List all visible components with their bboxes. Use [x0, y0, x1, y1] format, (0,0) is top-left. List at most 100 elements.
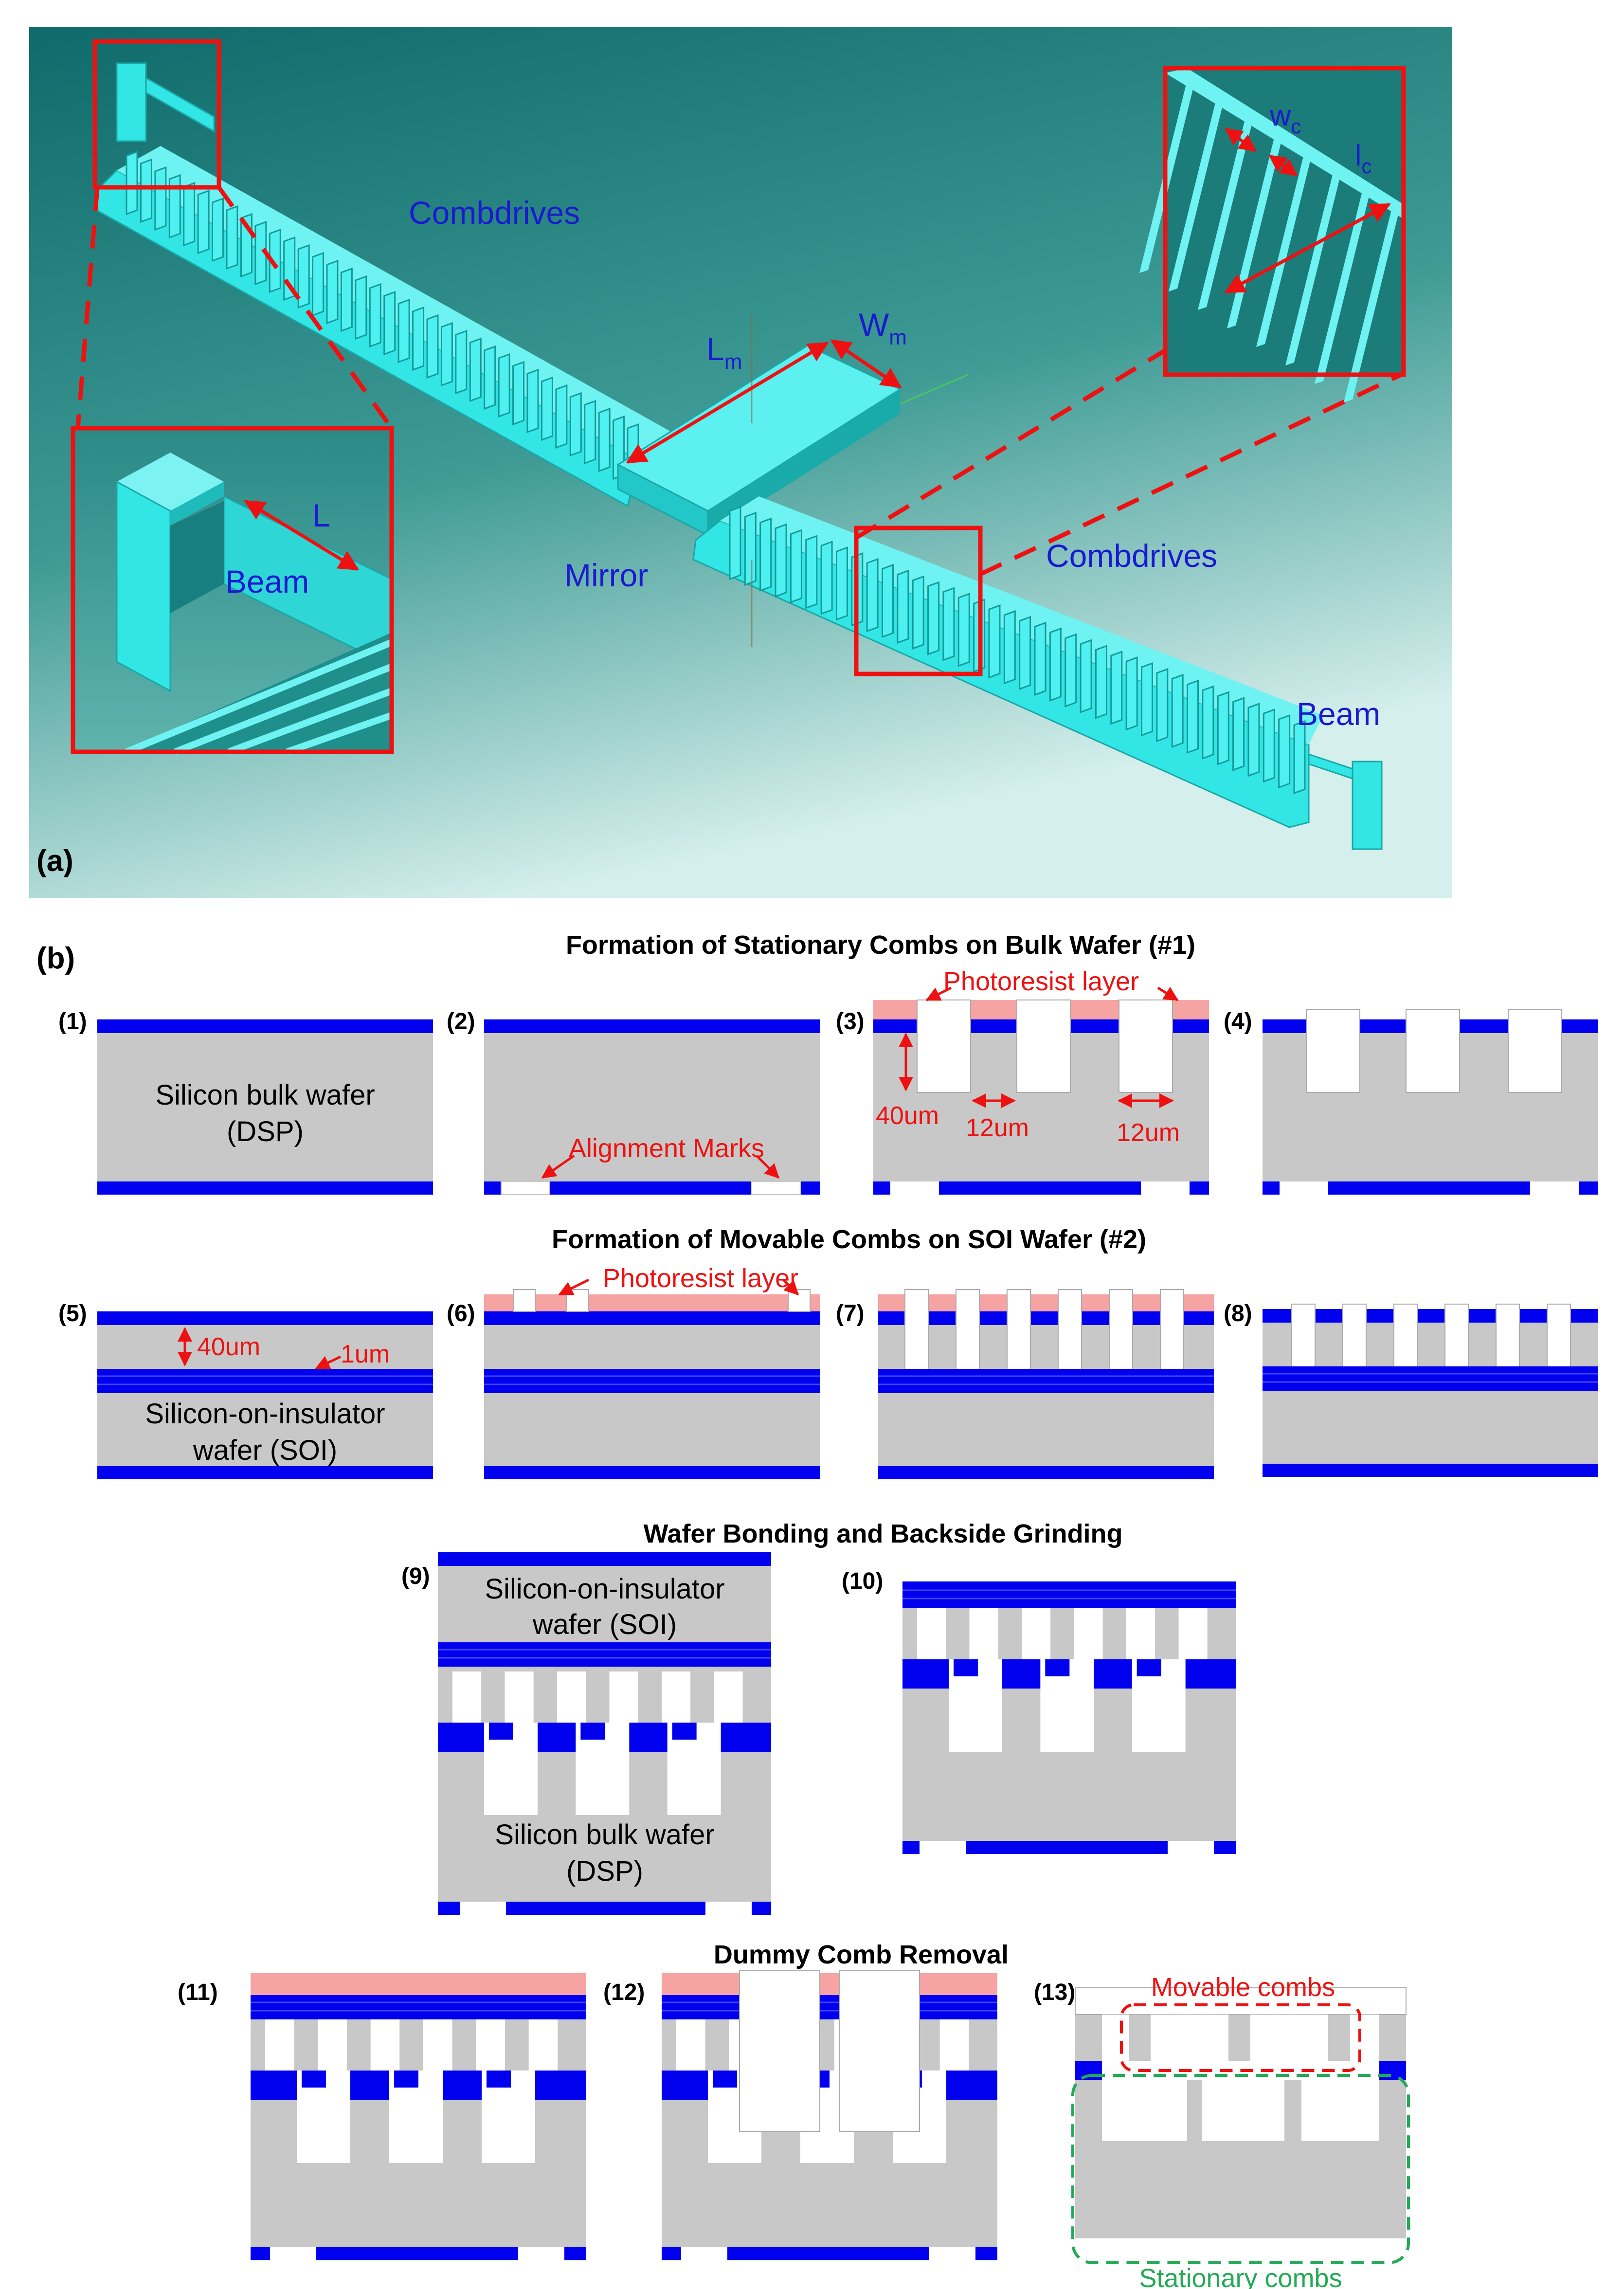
alignment-mark — [1280, 1181, 1328, 1195]
movable-gap — [662, 1671, 691, 1723]
l-arrow — [244, 500, 360, 571]
wm-arrow — [830, 339, 902, 388]
comb-finger — [355, 275, 367, 340]
comb-finger — [226, 205, 238, 270]
inset-comb-frame — [1163, 66, 1406, 377]
inset-comb — [1139, 66, 1406, 402]
comb-finger — [1125, 656, 1138, 731]
etched-trench — [1291, 1304, 1316, 1368]
removal-opening — [739, 1970, 820, 2132]
label-40um: 40um — [197, 1333, 260, 1361]
silicon-bulk — [484, 1019, 820, 1195]
label-movable-combs: Movable combs — [1151, 1973, 1335, 2002]
step-4-diagram — [1263, 1009, 1598, 1195]
comb-finger — [897, 569, 909, 644]
buried-oxide — [1263, 1366, 1598, 1391]
section-title-movable: Formation of Movable Combs on SOI Wafer … — [552, 1225, 1146, 1254]
label-photoresist-layer: Photoresist layer — [943, 967, 1139, 996]
movable-gap — [917, 1608, 946, 1659]
label-L: L — [312, 497, 330, 533]
upper-combdrive — [94, 146, 691, 508]
inset-beam-frame — [71, 426, 394, 754]
comb-finger — [383, 291, 396, 356]
comb-finger — [912, 575, 924, 650]
inset-finger — [125, 639, 393, 755]
comb-finger — [455, 329, 468, 395]
inset-comb-spine — [1165, 68, 1404, 219]
wc-arrow — [1268, 154, 1298, 177]
stationary-comb — [1187, 2080, 1202, 2141]
comb-finger — [1202, 685, 1214, 760]
silicon-soi — [1263, 1309, 1598, 1477]
label-1um: 1um — [341, 1340, 390, 1368]
comb-finger — [882, 563, 894, 638]
movable-comb — [1129, 2015, 1151, 2061]
oxide-pad — [954, 1659, 978, 1676]
comb-finger — [140, 158, 152, 223]
comb-finger — [126, 150, 138, 216]
comb-finger — [835, 546, 848, 621]
panel-a: Combdrives Combdrives Mirror Beam Beam L… — [29, 27, 1452, 898]
comb-finger — [759, 517, 772, 592]
comb-finger — [369, 283, 381, 348]
comb-finger — [498, 353, 510, 418]
comb-finger — [297, 244, 310, 309]
oxide-pad — [487, 2071, 511, 2088]
step-number: (9) — [401, 1563, 430, 1589]
label-combdrives-bottom: Combdrives — [1046, 538, 1217, 574]
section-title-dummy-removal: Dummy Comb Removal — [714, 1940, 1009, 1969]
stationary-cavity — [1102, 2080, 1199, 2141]
movable-gap — [969, 1608, 998, 1659]
movable-gap — [265, 2019, 294, 2071]
zoom-guide — [855, 348, 1167, 540]
section-title-stationary: Formation of Stationary Combs on Bulk Wa… — [566, 930, 1195, 960]
alignment-mark — [681, 2247, 727, 2260]
oxide-pad — [1137, 1659, 1161, 1676]
comb-finger — [484, 345, 496, 410]
comb-finger — [555, 384, 568, 449]
oxide-layer — [1263, 1464, 1598, 1477]
comb-finger — [866, 558, 879, 633]
stationary-combs-outline — [1071, 2074, 1410, 2264]
etched-trench — [904, 1289, 929, 1370]
label-12um: 12um — [1117, 1119, 1180, 1147]
annotation-arrow — [782, 1279, 799, 1296]
comb-finger — [729, 506, 741, 581]
movable-gap — [1126, 1608, 1155, 1659]
lower-combdrive — [692, 496, 1323, 828]
step-12-cavities — [662, 1970, 997, 2163]
etched-trench — [1547, 1304, 1571, 1368]
annotation-arrow — [756, 1155, 780, 1179]
etched-trench — [1160, 1289, 1184, 1370]
label-bulk-wafer: Silicon bulk wafer — [495, 1819, 714, 1851]
panel-a-tag: (a) — [36, 844, 73, 878]
top-clearance — [1075, 1987, 1407, 2015]
stationary-cavity — [1301, 2080, 1379, 2141]
movable-gap — [1074, 1608, 1103, 1659]
etched-trench — [1508, 1009, 1562, 1093]
photoresist — [662, 1973, 997, 1995]
comb-finger — [154, 166, 167, 231]
comb-finger — [397, 298, 410, 363]
label-soi-wafer: wafer (SOI) — [193, 1435, 338, 1466]
step-2-diagram: Alignment Marks — [484, 1019, 820, 1195]
comb-finger — [1247, 703, 1260, 777]
inset-finger — [227, 688, 393, 755]
etched-trench — [1496, 1304, 1520, 1368]
oxide-pad — [672, 1723, 697, 1740]
step-8-trenches — [1291, 1304, 1571, 1368]
oxide-layer — [878, 1466, 1214, 1479]
buried-oxide — [902, 1581, 1236, 1608]
comb-finger — [1232, 697, 1245, 771]
step-9-cavities — [438, 1671, 771, 1815]
step-3-diagram: Photoresist layer 40um 12um 12um — [873, 967, 1209, 1195]
etched-trench — [1306, 1009, 1360, 1093]
alignment-mark — [929, 2247, 975, 2260]
etched-trench — [1342, 1304, 1367, 1368]
oxide-pad — [580, 1723, 605, 1740]
lm-arrow — [626, 341, 829, 464]
label-mirror: Mirror — [564, 557, 648, 593]
movable-gap — [476, 2019, 505, 2071]
oxide-pad — [302, 2071, 326, 2088]
